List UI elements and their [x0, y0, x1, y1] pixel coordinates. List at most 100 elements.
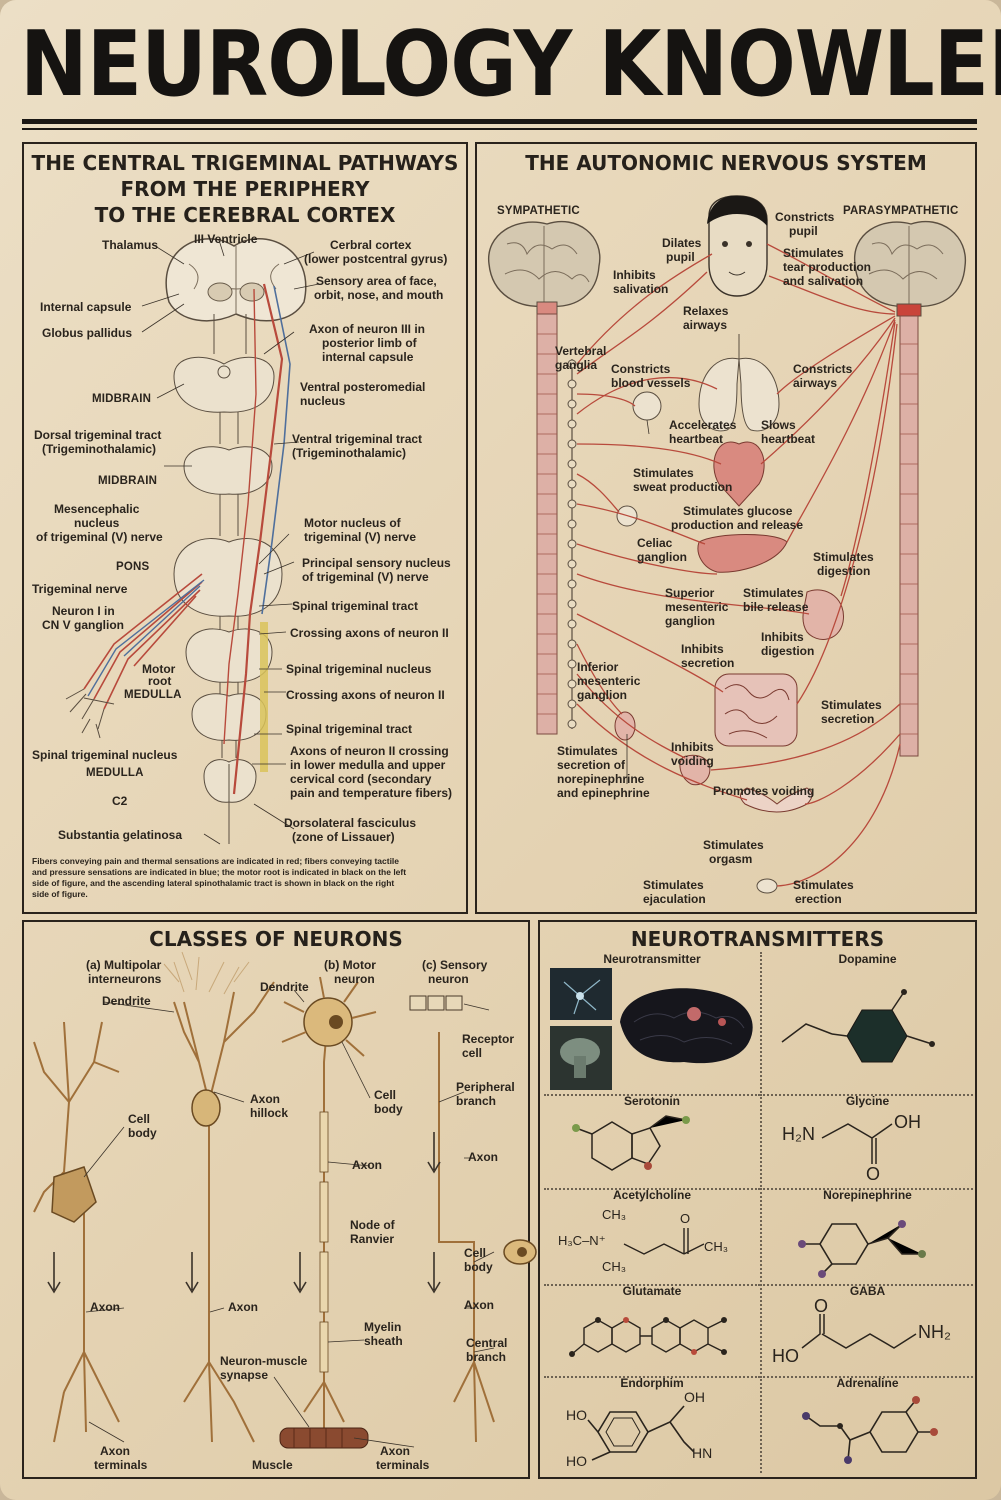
- label-neuron1-1: Neuron I in: [52, 604, 115, 618]
- label-dorsolateral-1: Dorsolateral fasciculus: [284, 816, 417, 830]
- label-spinal-nucleus-2: Spinal trigeminal nucleus: [32, 748, 178, 762]
- neurotransmitters-title: NEUROTRANSMITTERS: [630, 927, 885, 951]
- gaba-ho: HO: [772, 1346, 799, 1366]
- acetylcholine-h3c-n: H₃C–N⁺: [558, 1233, 606, 1248]
- label-c2: C2: [112, 794, 128, 808]
- nt-cell-norepinephrine: Norepinephrine: [760, 1188, 973, 1286]
- label-stim-secretion-2: secretion: [821, 712, 875, 726]
- label-neuron1-2: CN V ganglion: [42, 618, 124, 632]
- label-cerebral-cortex-sub: (lower postcentral gyrus): [304, 252, 448, 266]
- label-sweat-1: Stimulates: [633, 466, 694, 480]
- label-constricts-bv-1: Constricts: [611, 362, 671, 376]
- trigeminal-panel: THE CENTRAL TRIGEMINAL PATHWAYS FROM THE…: [22, 142, 468, 914]
- trigeminal-title-line-3: TO THE CEREBRAL CORTEX: [94, 203, 396, 227]
- nt-cell-adrenaline: Adrenaline: [760, 1376, 973, 1473]
- label-axon-neuron3-3: internal capsule: [322, 350, 414, 364]
- label-orgasm-1: Stimulates: [703, 838, 764, 852]
- label-central-1: Central: [466, 1336, 508, 1350]
- footnote-line-1: Fibers conveying pain and thermal sensat…: [32, 856, 400, 866]
- label-midbrain-2: MIDBRAIN: [98, 475, 158, 487]
- label-multipolar-2: interneurons: [88, 972, 162, 986]
- endorphim-hn: HN: [692, 1445, 713, 1461]
- label-sweat-2: sweat production: [633, 480, 733, 494]
- label-medulla-1: MEDULLA: [124, 689, 182, 701]
- label-ventral-tract-1: Ventral trigeminal tract: [292, 432, 423, 446]
- label-central-2: branch: [466, 1350, 507, 1364]
- label-glucose-2: production and release: [671, 518, 804, 532]
- label-motor-nucleus-2: trigeminal (V) nerve: [304, 530, 417, 544]
- label-axon-neuron3-1: Axon of neuron III in: [309, 322, 425, 336]
- label-axons-neuron2-2: in lower medulla and upper: [290, 758, 446, 772]
- label-axons-neuron2-4: pain and temperature fibers): [290, 786, 453, 800]
- title-rule-thin: [22, 128, 977, 130]
- autonomic-panel: THE AUTONOMIC NERVOUS SYSTEM: [475, 142, 977, 914]
- neurotransmitters-panel: NEUROTRANSMITTERS Neurotransmitter Dopam…: [538, 920, 977, 1479]
- label-axon-hillock-1: Axon: [250, 1092, 280, 1106]
- label-constricts-air-2: airways: [793, 376, 838, 390]
- label-mesencephalic-3: of trigeminal (V) nerve: [36, 530, 163, 544]
- label-receptor-2: cell: [462, 1046, 483, 1060]
- label-axon-sensory-1: Axon: [468, 1150, 498, 1164]
- nt-cell-endorphim: Endorphim OH HO HO HN: [544, 1376, 760, 1473]
- label-muscle: Muscle: [252, 1458, 293, 1472]
- label-norepi-4: and epinephrine: [557, 786, 650, 800]
- label-constricts-pupil-1: Constricts: [775, 210, 835, 224]
- label-inhib-digestion-2: digestion: [761, 644, 815, 658]
- endorphim-structure: [587, 1405, 695, 1461]
- label-inhib-digestion-1: Inhibits: [761, 630, 804, 644]
- label-nm-synapse-2: synapse: [220, 1368, 269, 1382]
- label-motor-1: (b) Motor: [324, 958, 376, 972]
- trigeminal-title-line-1: THE CENTRAL TRIGEMINAL PATHWAYS: [31, 151, 459, 175]
- label-spinal-nucleus-1: Spinal trigeminal nucleus: [286, 662, 432, 676]
- label-norepi-1: Stimulates: [557, 744, 618, 758]
- label-superior-2: mesenteric: [665, 600, 729, 614]
- label-erection-1: Stimulates: [793, 878, 854, 892]
- label-glucose-1: Stimulates glucose: [683, 504, 793, 518]
- label-globus-pallidus: Globus pallidus: [42, 326, 133, 340]
- label-node-1: Node of: [350, 1218, 395, 1232]
- label-ventral-pm-1: Ventral posteromedial: [300, 380, 426, 394]
- autonomic-title: THE AUTONOMIC NERVOUS SYSTEM: [525, 151, 927, 175]
- nt-name-glutamate: Glutamate: [622, 1284, 682, 1298]
- acetylcholine-o: O: [680, 1211, 691, 1226]
- label-iii-ventricle: III Ventricle: [194, 232, 258, 246]
- glycine-oh: OH: [894, 1112, 921, 1132]
- label-pons: PONS: [116, 561, 150, 573]
- label-axon-terminals-1: Axon: [100, 1444, 130, 1458]
- label-sensory-1: (c) Sensory: [422, 958, 488, 972]
- label-inferior-3: ganglion: [577, 688, 627, 702]
- label-inhibits-sal-1: Inhibits: [613, 268, 656, 282]
- nt-cell-acetylcholine: Acetylcholine CH₃ H₃C–N⁺ CH₃ O CH₃: [544, 1188, 760, 1286]
- footnote-line-3: side of figure, and the ascending latera…: [32, 878, 395, 888]
- label-ejaculation-1: Stimulates: [643, 878, 704, 892]
- glycine-h2n: H₂N: [782, 1124, 815, 1144]
- adrenaline-structure: [802, 1396, 938, 1464]
- poster-title: NEUROLOGY KNOWLEDGE: [20, 12, 1001, 117]
- label-spinal-tract-2: Spinal trigeminal tract: [286, 722, 413, 736]
- acetylcholine-ch3-right: CH₃: [704, 1239, 729, 1254]
- acetylcholine-structure: [623, 1228, 705, 1255]
- nt-name-glycine: Glycine: [845, 1094, 890, 1108]
- nt-name-dopamine: Dopamine: [838, 952, 897, 966]
- label-principal-2: of trigeminal (V) nerve: [302, 570, 429, 584]
- nt-name-acetylcholine: Acetylcholine: [612, 1188, 692, 1202]
- label-axon-terminals-2: Axon: [380, 1444, 410, 1458]
- label-erection-2: erection: [795, 892, 842, 906]
- label-axon-b: Axon: [228, 1300, 258, 1314]
- label-promotes-voiding: Promotes voiding: [713, 784, 815, 798]
- label-medulla-2: MEDULLA: [86, 767, 144, 779]
- label-accelerates-1: Accelerates: [669, 418, 737, 432]
- nt-name-gaba: GABA: [849, 1284, 886, 1298]
- label-superior-3: ganglion: [665, 614, 715, 628]
- label-dendrite-2: Dendrite: [260, 980, 309, 994]
- label-nm-synapse-1: Neuron-muscle: [220, 1354, 308, 1368]
- label-trigeminal-nerve: Trigeminal nerve: [32, 582, 128, 596]
- label-mesencephalic-2: nucleus: [74, 516, 120, 530]
- nt-name-adrenaline: Adrenaline: [836, 1376, 899, 1390]
- label-motor-2: neuron: [334, 972, 375, 986]
- label-motor-root-1: Motor: [142, 662, 176, 676]
- label-inhib-voiding-1: Inhibits: [671, 740, 714, 754]
- label-crossing-1: Crossing axons of neuron II: [290, 626, 449, 640]
- nt-cell-gaba: GABA O HO NH₂: [760, 1284, 973, 1378]
- label-dorsal-tract-2: (Trigeminothalamic): [42, 442, 157, 456]
